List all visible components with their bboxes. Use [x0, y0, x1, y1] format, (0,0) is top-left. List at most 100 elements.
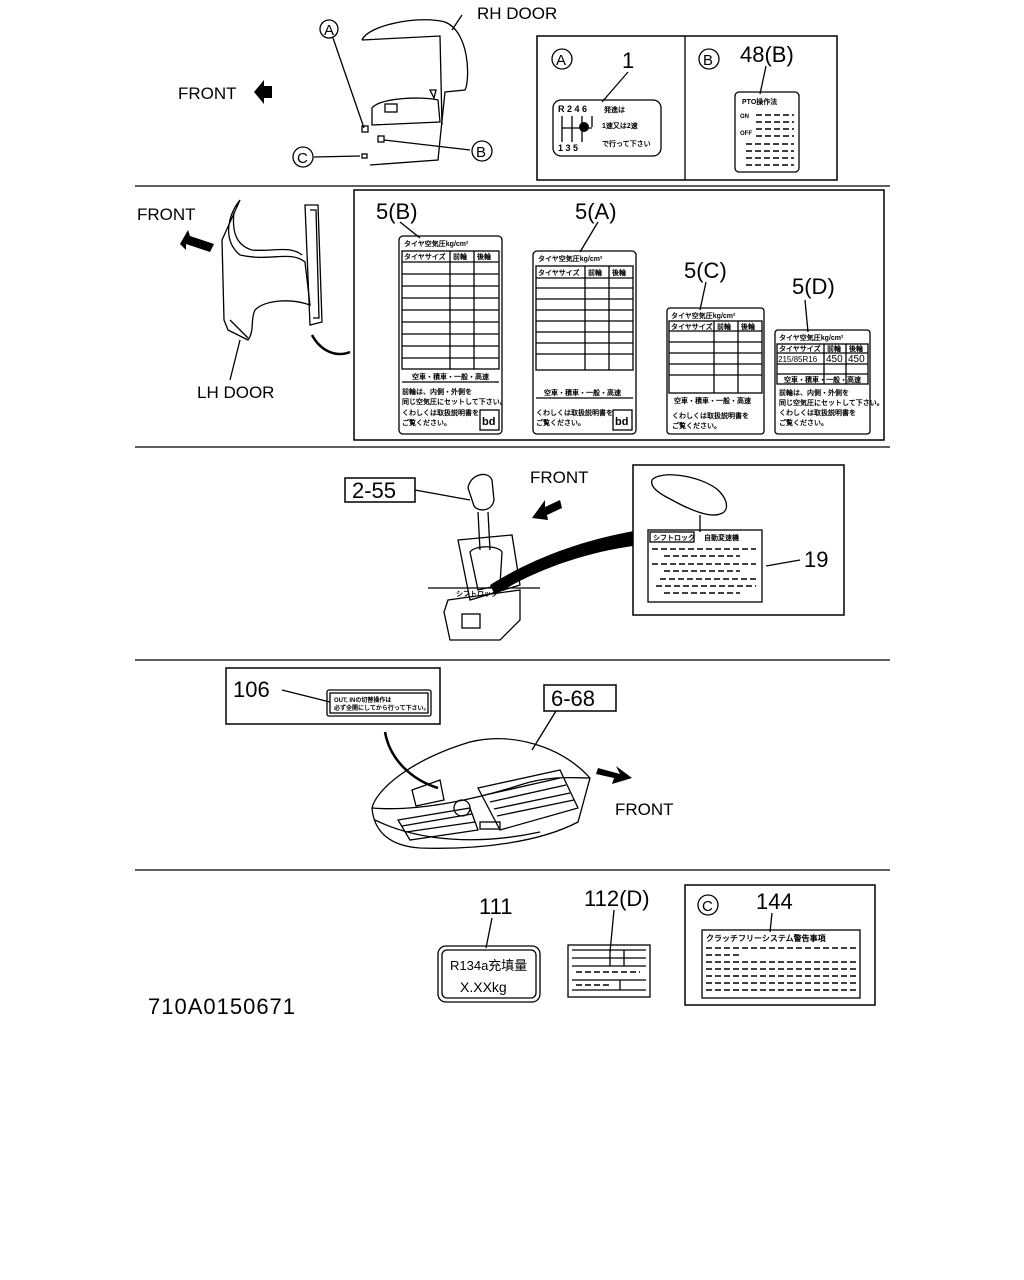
tire-hdr-rear-5a: 後輪 — [611, 268, 627, 277]
tire-mode-5a: 空車・積車・一般・高速 — [544, 388, 621, 397]
tire-hdr-size-5a: タイヤサイズ — [538, 268, 580, 277]
label-106-box — [225, 667, 441, 725]
tire-title-5b: タイヤ空気圧kg/cm² — [404, 239, 469, 248]
tire-d-rear: 450 — [848, 354, 865, 365]
callout-c-circle — [292, 146, 314, 168]
shiftlock-title: シフトロック — [653, 533, 695, 542]
label-112d — [567, 944, 651, 998]
callout-c-box-text: C — [702, 898, 713, 915]
tire-mode-5b: 空車・積車・一般・高速 — [412, 372, 489, 381]
tire-hdr-front-5c: 前輪 — [717, 322, 732, 331]
section-1-rh-door: RH DOOR A B C FRONT A 1 R 2 4 6 1 3 5 発進… — [178, 4, 838, 181]
callout-b-text: B — [476, 144, 486, 161]
pto-title: PTO操作法 — [742, 97, 777, 106]
tire-note4-5c: ご覧ください。 — [672, 421, 721, 430]
shift-jp2: 1速又は2速 — [602, 121, 638, 130]
label-106-line2: 必ず全開にしてから行って下さい。 — [333, 704, 430, 712]
part-2-55-box — [344, 477, 416, 503]
part-112d-number: 112(D) — [584, 886, 650, 911]
shift-jp3: で行って下さい — [602, 139, 651, 148]
shift-knob-dot — [579, 122, 589, 132]
tire-note2-5b: 同じ空気圧にセットして下さい。 — [402, 397, 507, 406]
front-arrow-icon-3 — [532, 500, 562, 520]
console-vent — [477, 769, 579, 831]
callout-a-text: A — [324, 22, 334, 39]
shift-knob — [467, 473, 495, 511]
lh-door-label: LH DOOR — [197, 383, 274, 402]
tire-hdr-front-5a: 前輪 — [588, 268, 603, 277]
shiftlock-detail-box — [632, 464, 845, 616]
tire-note4-5d: ご覧ください。 — [779, 418, 828, 427]
part-2-55-number: 2-55 — [352, 478, 396, 503]
part-5d-number: 5(D) — [792, 274, 835, 299]
part-5c-number: 5(C) — [684, 258, 727, 283]
tire-label-5d: タイヤ空気圧kg/cm² タイヤサイズ 前輪 後輪 215/85R16 450 … — [774, 329, 884, 435]
part-6-68-number: 6-68 — [551, 686, 595, 711]
label-106 — [326, 689, 432, 717]
r134a-line1: R134a充填量 — [450, 958, 527, 973]
rh-door-outline — [361, 19, 469, 166]
tire-title-5c: タイヤ空気圧kg/cm² — [671, 311, 736, 320]
tire-label-5a: タイヤ空気圧kg/cm² タイヤサイズ 前輪 後輪 空車・積車・一般・高速 くわ… — [532, 250, 637, 435]
tire-note3-5a: くわしくは取扱説明書を — [536, 408, 613, 417]
tire-note2-5d: 同じ空気圧にセットして下さい。 — [779, 398, 884, 407]
pointer-curve-19 — [490, 530, 640, 595]
part-5b-number: 5(B) — [376, 199, 418, 224]
tire-hdr-front-5b: 前輪 — [453, 252, 468, 261]
shift-console-top — [457, 534, 521, 601]
label-144-box — [684, 884, 876, 1006]
shift-console-base — [443, 589, 521, 641]
lh-door-outline — [221, 199, 311, 341]
tire-note3-5d: くわしくは取扱説明書を — [779, 408, 856, 417]
pointer-curve-106 — [383, 731, 439, 790]
tire-note1-5d: 前輪は、内側・外側を — [779, 388, 849, 397]
section-2-lh-door: FRONT LH DOOR 5(B) タイヤ空気圧kg/cm² タイヤサイズ 前… — [137, 189, 885, 441]
bd-mark-5a: bd — [615, 416, 628, 428]
callout-c-text: C — [297, 150, 308, 167]
tire-note4-5b: ご覧ください。 — [402, 418, 451, 427]
bd-mark-5b: bd — [482, 416, 495, 428]
front-arrow-icon-1 — [254, 80, 272, 104]
front-arrow-icon-4 — [596, 766, 632, 784]
label-106-line1: OUT, INの切替操作は — [334, 696, 391, 704]
callout-a-circle — [319, 19, 339, 39]
tire-title-5d: タイヤ空気圧kg/cm² — [779, 333, 844, 342]
tire-title-5a: タイヤ空気圧kg/cm² — [538, 254, 603, 263]
tire-label-5b: タイヤ空気圧kg/cm² タイヤサイズ 前輪 後輪 空車・積車・一般・高速 前輪… — [398, 235, 507, 435]
shiftlock-sub: 自動変速機 — [704, 533, 739, 542]
section-4-overhead-console: 106 OUT, INの切替操作は 必ず全開にしてから行って下さい。 6-68 … — [225, 667, 674, 849]
tire-d-size: 215/85R16 — [778, 355, 818, 364]
front-label-3: FRONT — [530, 468, 589, 487]
shift-jp1: 発進は — [603, 105, 625, 114]
tire-hdr-front-5d: 前輪 — [827, 344, 842, 353]
part-144-number: 144 — [756, 889, 793, 914]
part-48b-number: 48(B) — [740, 42, 794, 67]
front-label-4: FRONT — [615, 800, 674, 819]
tire-hdr-rear-5c: 後輪 — [740, 322, 756, 331]
tire-note3-5b: くわしくは取扱説明書を — [402, 408, 479, 417]
tire-note4-5a: ご覧ください。 — [536, 418, 585, 427]
part-1-number: 1 — [622, 48, 634, 73]
rh-door-label: RH DOOR — [477, 4, 557, 23]
front-label-1: FRONT — [178, 84, 237, 103]
part-106-number: 106 — [233, 677, 270, 702]
callout-a-box-text: A — [556, 52, 566, 69]
shiftlock-tie-wire — [650, 474, 728, 516]
tire-note3-5c: くわしくは取扱説明書を — [672, 411, 749, 420]
pto-off: OFF — [740, 131, 752, 137]
tire-hdr-size-5c: タイヤサイズ — [671, 322, 713, 331]
tire-d-front: 450 — [826, 354, 843, 365]
rh-door-handle-recess — [371, 97, 441, 126]
front-arrow-icon-2 — [180, 230, 214, 252]
part-19-number: 19 — [804, 547, 828, 572]
front-label-2: FRONT — [137, 205, 196, 224]
shiftlock-label — [647, 529, 763, 603]
tire-mode-5d: 空車・積車・一般・高速 — [784, 375, 861, 384]
pto-label — [734, 91, 800, 173]
tire-label-5c: タイヤ空気圧kg/cm² タイヤサイズ 前輪 後輪 空車・積車・一般・高速 くわ… — [666, 307, 765, 435]
part-5a-number: 5(A) — [575, 199, 617, 224]
section-3-shift-lever: 2-55 シフトロック FRONT シフトロック 自動変速機 19 — [344, 464, 845, 641]
r134a-line2: X.XXkg — [460, 979, 507, 995]
shift-row1: R 2 4 6 — [558, 104, 587, 114]
